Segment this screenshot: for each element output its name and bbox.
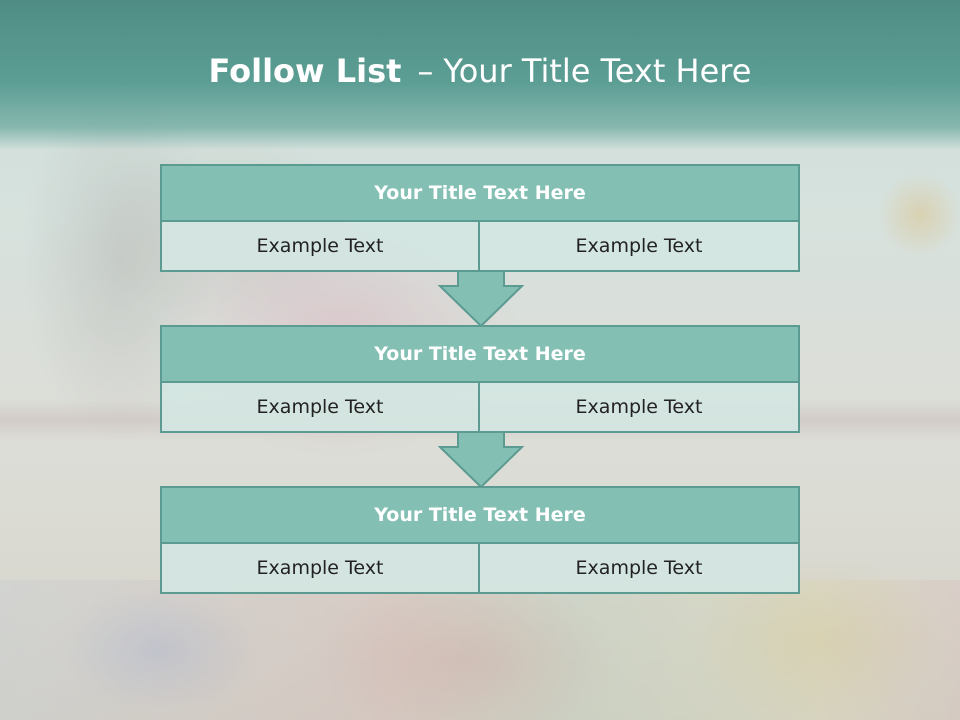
block-cell-left: Example Text <box>160 222 480 272</box>
block-cell-left: Example Text <box>160 544 480 594</box>
block-cell-right: Example Text <box>480 222 800 272</box>
list-block-1: Your Title Text Here Example Text Exampl… <box>160 164 800 272</box>
block-row: Example Text Example Text <box>160 222 800 272</box>
block-cell-right: Example Text <box>480 383 800 433</box>
list-block-2: Your Title Text Here Example Text Exampl… <box>160 325 800 433</box>
header-band <box>0 0 960 150</box>
block-row: Example Text Example Text <box>160 544 800 594</box>
block-title: Your Title Text Here <box>160 325 800 383</box>
block-row: Example Text Example Text <box>160 383 800 433</box>
block-cell-right: Example Text <box>480 544 800 594</box>
slide-title-rest: Your Title Text Here <box>443 52 752 90</box>
down-arrow-icon <box>438 431 524 489</box>
block-cell-left: Example Text <box>160 383 480 433</box>
down-arrow-icon <box>438 270 524 328</box>
list-block-3: Your Title Text Here Example Text Exampl… <box>160 486 800 594</box>
block-title: Your Title Text Here <box>160 164 800 222</box>
block-title: Your Title Text Here <box>160 486 800 544</box>
slide-title-dash: – <box>417 52 434 90</box>
slide-title: Follow List–Your Title Text Here <box>0 52 960 90</box>
slide-title-bold: Follow List <box>208 52 402 90</box>
